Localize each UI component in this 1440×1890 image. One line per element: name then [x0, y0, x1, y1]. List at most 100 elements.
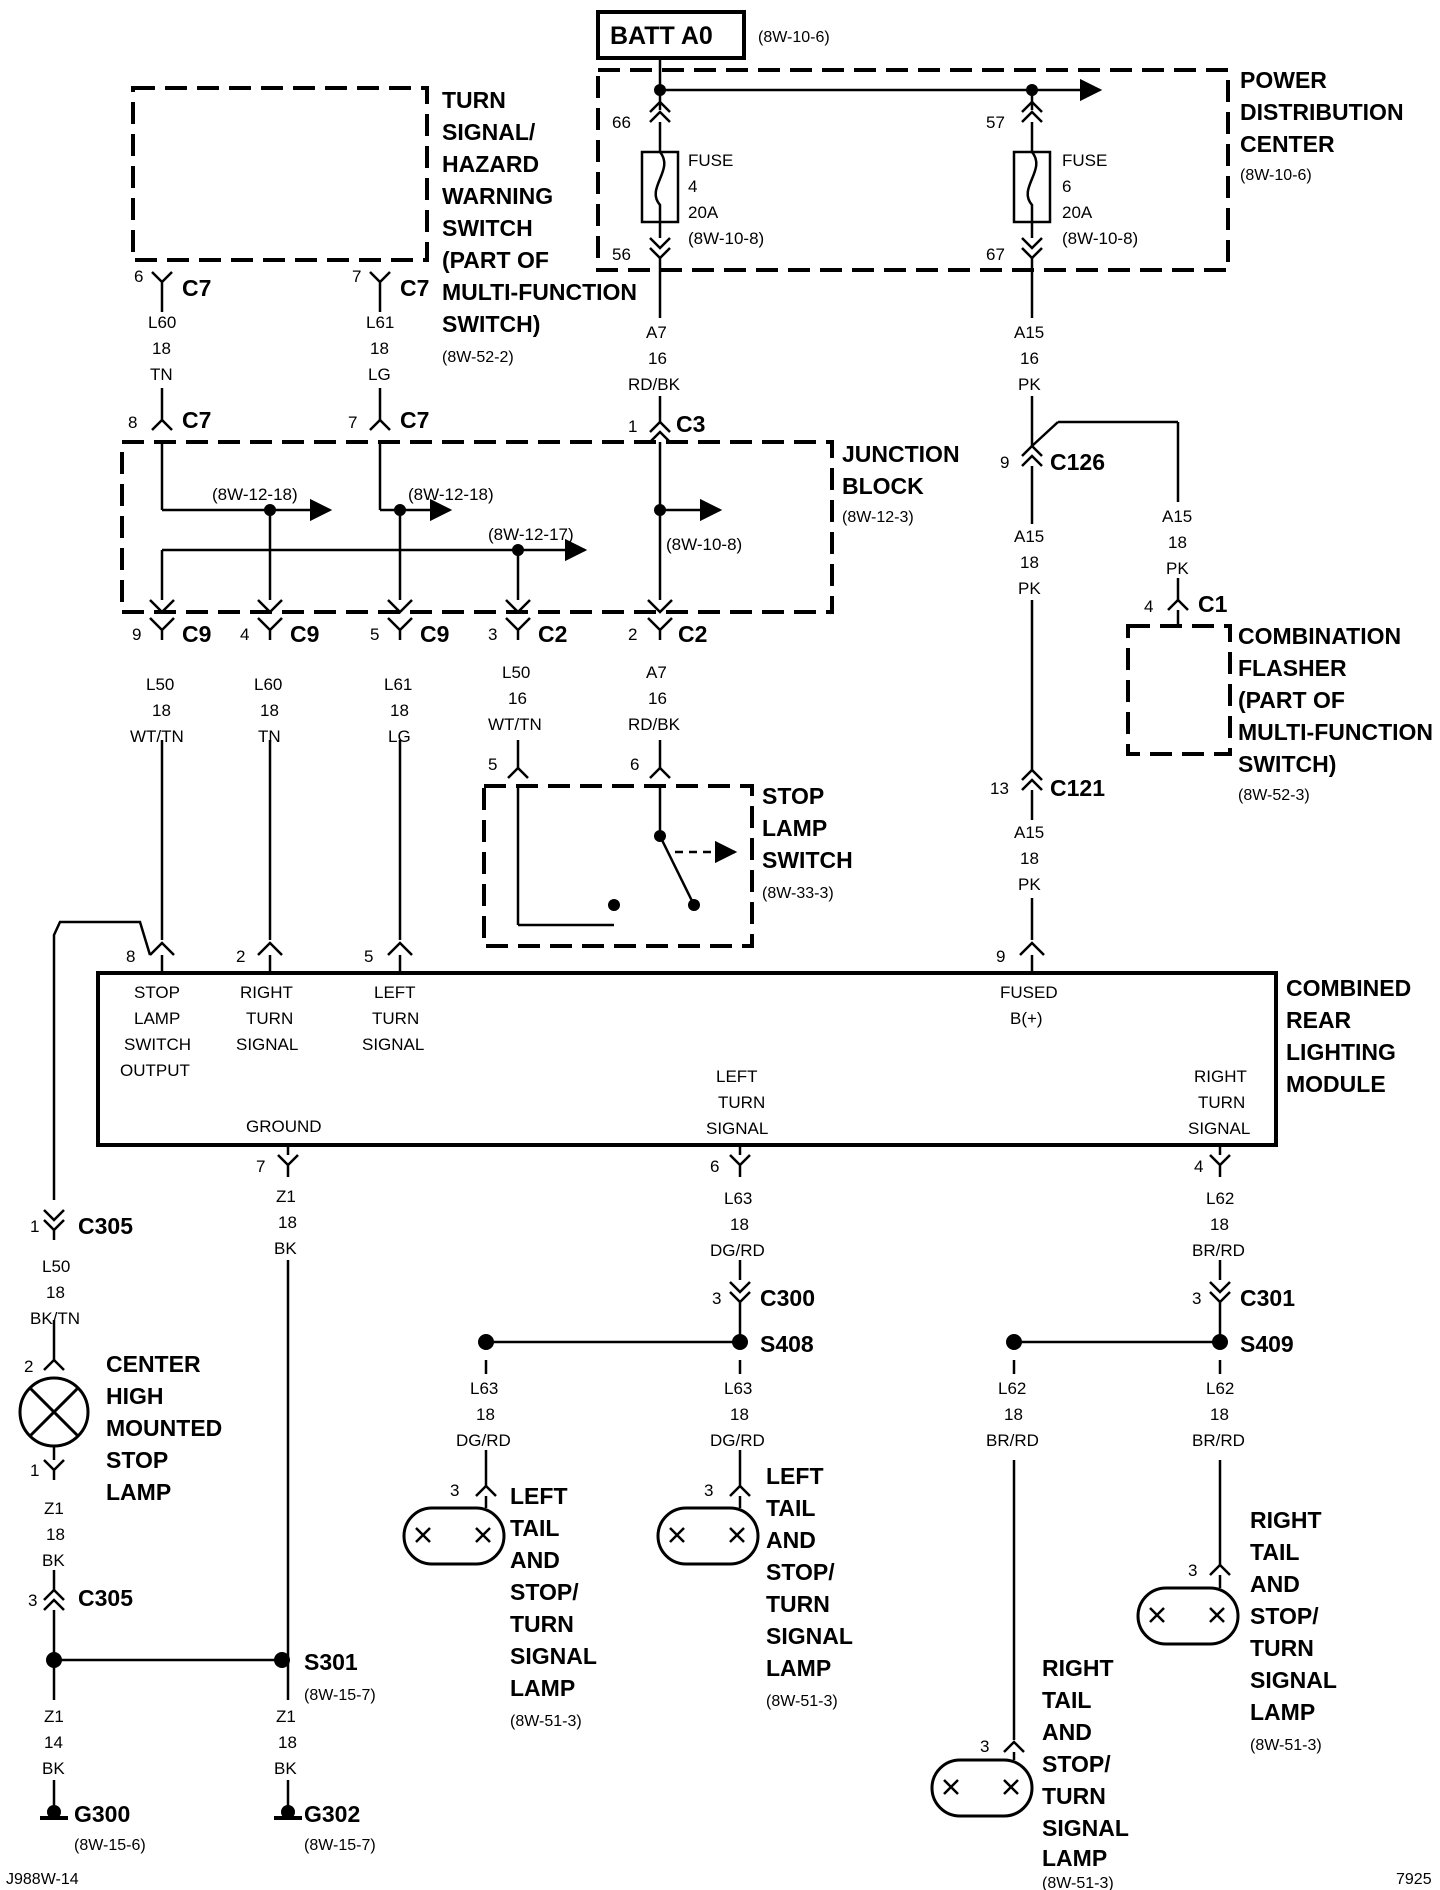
fuse4-ref: (8W-10-8): [688, 229, 764, 248]
module-p6-3: SIGNAL: [706, 1119, 768, 1138]
turn-switch-label-1: TURN: [442, 87, 506, 113]
turn-switch-label-3: HAZARD: [442, 151, 539, 177]
c2a-name: C2: [538, 621, 567, 647]
ll-a-label-4: STOP/: [510, 1579, 579, 1605]
wire-l61a-2: 18: [370, 339, 389, 358]
c300-pin: 3: [712, 1289, 721, 1308]
ll-a-label-5: TURN: [510, 1611, 574, 1637]
wire-l62b-3: BR/RD: [986, 1431, 1039, 1450]
wire-l60b-2: 18: [260, 701, 279, 720]
c1-name: C1: [1198, 591, 1228, 617]
s408-name: S408: [760, 1331, 814, 1357]
chmsl-label-1: CENTER: [106, 1351, 201, 1377]
c300-name: C300: [760, 1285, 815, 1311]
c2b-pin: 2: [628, 625, 637, 644]
batt-ref: (8W-10-6): [758, 29, 830, 46]
fuse4-label-2: 4: [688, 177, 697, 196]
module-p6-1: LEFT: [716, 1067, 758, 1086]
module-p4-1: RIGHT: [1194, 1067, 1247, 1086]
wire-l61b-2: 18: [390, 701, 409, 720]
wire-l60b-3: TN: [258, 727, 281, 746]
c7d-name: C7: [400, 407, 429, 433]
junction-ref-b: (8W-12-18): [408, 485, 494, 504]
module-p8-1: STOP: [134, 983, 180, 1002]
rl3a-pin: 3: [1188, 1561, 1197, 1580]
ll-a-label-1: LEFT: [510, 1483, 568, 1509]
c7c-name: C7: [182, 407, 211, 433]
junction-ref-a: (8W-12-18): [212, 485, 298, 504]
ground-g302-icon: [281, 1805, 295, 1819]
rl-a-ref: (8W-51-3): [1250, 1737, 1322, 1754]
s301-name: S301: [304, 1649, 358, 1675]
fuse4-label-3: 20A: [688, 203, 719, 222]
wire-l50c-1: L50: [42, 1257, 70, 1276]
ll-a-label-6: SIGNAL: [510, 1643, 597, 1669]
fuse6-pin-bot: 67: [986, 245, 1005, 264]
module-p8-4: OUTPUT: [120, 1061, 190, 1080]
rl-a-label-7: LAMP: [1250, 1699, 1315, 1725]
g300-name: G300: [74, 1801, 130, 1827]
stop-switch-label-3: SWITCH: [762, 847, 853, 873]
fuse6-label-3: 20A: [1062, 203, 1093, 222]
ll-a-label-3: AND: [510, 1547, 560, 1573]
wire-a7a-3: RD/BK: [628, 375, 681, 394]
wire-l62a-2: 18: [1210, 1215, 1229, 1234]
c7b-pin: 7: [352, 267, 361, 286]
c126-name: C126: [1050, 449, 1105, 475]
c7a-pin: 6: [134, 267, 143, 286]
wire-l50c-2: 18: [46, 1283, 65, 1302]
chmsl-label-4: STOP: [106, 1447, 168, 1473]
stop-switch-label-2: LAMP: [762, 815, 827, 841]
wire-z1c-1: Z1: [44, 1707, 64, 1726]
flasher-ref: (8W-52-3): [1238, 787, 1310, 804]
wire-a15a-3: PK: [1018, 375, 1041, 394]
m9-pin: 9: [996, 947, 1005, 966]
ll-b-label-5: TURN: [766, 1591, 830, 1617]
c126-pin: 9: [1000, 453, 1009, 472]
m6-pin: 6: [710, 1157, 719, 1176]
module-p2-1: RIGHT: [240, 983, 293, 1002]
wire-l50a-1: L50: [146, 675, 174, 694]
module-label-1: COMBINED: [1286, 975, 1411, 1001]
g302-ref: (8W-15-7): [304, 1837, 376, 1854]
wire-a15c-1: A15: [1162, 507, 1192, 526]
module-p4-2: TURN: [1198, 1093, 1245, 1112]
wire-l61a-3: LG: [368, 365, 391, 384]
ll-a-ref: (8W-51-3): [510, 1713, 582, 1730]
wire-l63b-3: DG/RD: [456, 1431, 511, 1450]
c7d-pin: 7: [348, 413, 357, 432]
chm2-pin: 2: [24, 1357, 33, 1376]
wire-l63c-2: 18: [730, 1405, 749, 1424]
sw6-pin: 6: [630, 755, 639, 774]
module-p9-1: FUSED: [1000, 983, 1058, 1002]
wire-a15b-2: 18: [1020, 553, 1039, 572]
c305a-pin: 1: [30, 1217, 39, 1236]
wire-a15d-1: A15: [1014, 823, 1044, 842]
c7c-pin: 8: [128, 413, 137, 432]
wire-a7a-2: 16: [648, 349, 667, 368]
rl-a-label-4: STOP/: [1250, 1603, 1319, 1629]
rl-b-label-7: LAMP: [1042, 1845, 1107, 1871]
module-p8-3: SWITCH: [124, 1035, 191, 1054]
c9b-name: C9: [290, 621, 319, 647]
module-p6-2: TURN: [718, 1093, 765, 1112]
s301-ref: (8W-15-7): [304, 1687, 376, 1704]
wire-z1b-1: Z1: [44, 1499, 64, 1518]
module-p8-2: LAMP: [134, 1009, 180, 1028]
turn-switch-ref: (8W-52-2): [442, 349, 514, 366]
wire-a15c-3: PK: [1166, 559, 1189, 578]
ll3a-pin: 3: [450, 1481, 459, 1500]
wire-z1a-2: 18: [278, 1213, 297, 1232]
ll-b-label-4: STOP/: [766, 1559, 835, 1585]
wire-l60a-1: L60: [148, 313, 176, 332]
fuse6-pin-top: 57: [986, 113, 1005, 132]
wire-a7b-2: 16: [648, 689, 667, 708]
c305a-name: C305: [78, 1213, 133, 1239]
rl-b-label-4: STOP/: [1042, 1751, 1111, 1777]
turn-switch-label-7: MULTI-FUNCTION: [442, 279, 637, 305]
wire-l62c-2: 18: [1210, 1405, 1229, 1424]
wire-l63a-3: DG/RD: [710, 1241, 765, 1260]
right-lamp-b-body: [930, 1758, 1034, 1818]
ll-b-label-6: SIGNAL: [766, 1623, 853, 1649]
